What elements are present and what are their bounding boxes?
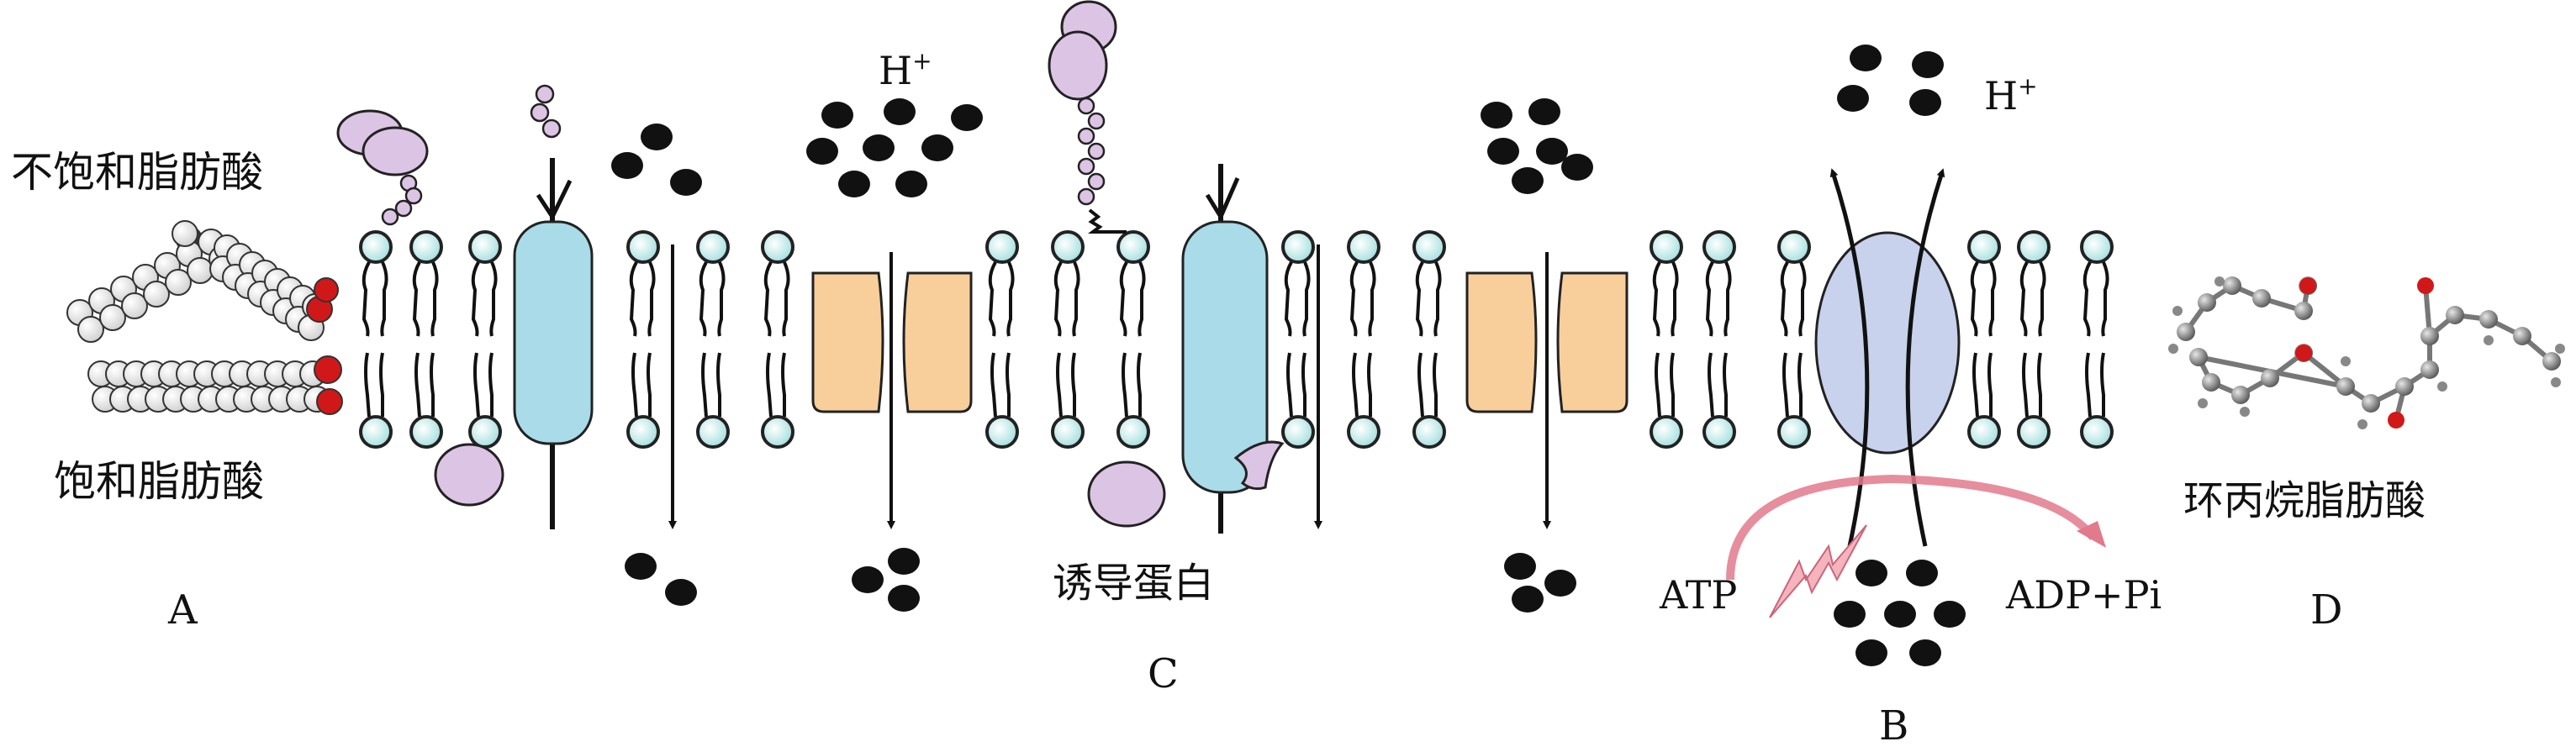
- panel-b-label: B: [1879, 702, 1908, 749]
- h-plus-ions: [611, 45, 1966, 666]
- phospholipid: [2017, 230, 2051, 449]
- ion-dot: [1561, 154, 1593, 181]
- ion-dot: [641, 124, 673, 150]
- ion-dot: [665, 579, 697, 606]
- ion-dot: [1487, 138, 1519, 165]
- unsaturated-fatty-acid-label: 不饱和脂肪酸: [11, 148, 263, 197]
- energy-lightning-icon: [1769, 524, 1867, 618]
- saturated-fatty-acid-label: 饱和脂肪酸: [54, 457, 264, 506]
- transmembrane-protein-1: [513, 84, 594, 529]
- ion-dot: [1855, 639, 1887, 666]
- ion-dot: [625, 553, 657, 580]
- ion-dot: [1934, 601, 1966, 628]
- phospholipid: [2080, 230, 2114, 449]
- ion-dot: [1528, 98, 1560, 125]
- ion-dot: [1481, 102, 1512, 129]
- ion-dot: [1912, 51, 1944, 78]
- phospholipid: [468, 230, 502, 449]
- ion-dot: [1544, 570, 1576, 597]
- saturated-fatty-acid-molecule: [87, 355, 343, 415]
- phospholipid: [1777, 230, 1811, 449]
- ion-dot: [1909, 639, 1941, 666]
- adp-pi-label: ADP+Pi: [2005, 572, 2162, 618]
- carrier-protein-1: [811, 271, 973, 413]
- ion-dot: [1909, 89, 1941, 116]
- ion-dot: [921, 134, 953, 161]
- ion-dot: [670, 169, 702, 196]
- phospholipid: [1702, 230, 1736, 449]
- h-plus-label-middle: H+: [879, 47, 932, 93]
- ion-dot: [611, 152, 643, 179]
- cyclopropane-fatty-acid-molecule: [2168, 276, 2565, 429]
- ion-dot: [888, 585, 920, 612]
- ion-dot: [1512, 586, 1544, 613]
- panel-c-label: C: [1148, 650, 1179, 697]
- glycoprotein-pink-cluster: [336, 109, 429, 226]
- ion-dot: [1850, 45, 1882, 71]
- phospholipid: [985, 230, 1019, 449]
- ion-dot: [951, 104, 983, 131]
- peripheral-protein-pink: [434, 443, 504, 507]
- ion-dot: [1834, 601, 1866, 628]
- panel-d-label: D: [2310, 586, 2342, 634]
- phospholipid: [1347, 230, 1380, 449]
- ion-dot: [838, 171, 870, 197]
- phospholipid: [626, 230, 660, 449]
- phospholipid: [696, 230, 730, 449]
- ion-dot: [1906, 560, 1938, 586]
- ion-dot: [806, 138, 838, 165]
- phospholipid: [1967, 230, 2001, 449]
- cyclopropane-fatty-acid-label: 环丙烷脂肪酸: [2183, 477, 2426, 524]
- phospholipid: [409, 230, 443, 449]
- phospholipid: [761, 230, 794, 449]
- ion-dot: [1837, 85, 1869, 112]
- ion-dot: [852, 566, 884, 593]
- proton-pump: [1726, 168, 2106, 618]
- atp-label: ATP: [1659, 572, 1737, 618]
- unsaturated-fatty-acid-molecule: [66, 220, 339, 343]
- phospholipid: [359, 230, 393, 449]
- induced-protein-label: 诱导蛋白: [1053, 560, 1214, 607]
- transport-arrows: [668, 245, 1551, 529]
- ion-dot: [1855, 560, 1887, 586]
- ion-dot: [888, 548, 920, 575]
- phospholipid: [1116, 230, 1150, 449]
- h-plus-label-right: H+: [1984, 72, 2038, 118]
- ion-dot: [1504, 553, 1536, 580]
- ion-dot: [821, 102, 853, 129]
- phospholipid-bilayer: [359, 230, 2114, 449]
- phospholipid: [1281, 230, 1315, 449]
- ion-dot: [895, 171, 927, 197]
- carrier-protein-2: [1465, 271, 1628, 413]
- ion-dot: [884, 98, 916, 125]
- ion-dot: [1536, 138, 1568, 165]
- ion-dot: [1884, 601, 1916, 628]
- ion-dot: [863, 134, 895, 161]
- phospholipid: [1650, 230, 1683, 449]
- ion-dot: [1512, 167, 1544, 194]
- panel-a-label: A: [167, 586, 198, 634]
- phospholipid: [1412, 230, 1446, 449]
- induced-protein-complex: [1048, 0, 1285, 534]
- phospholipid: [1051, 230, 1085, 449]
